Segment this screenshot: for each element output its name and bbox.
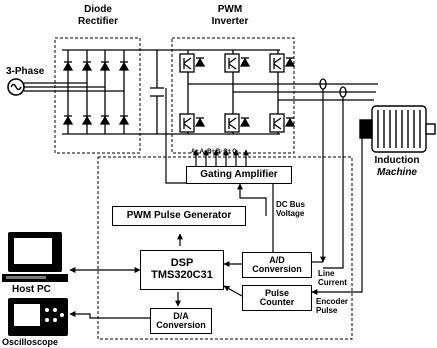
counter-to-dsp-line [223, 285, 243, 297]
current-sense-lines [312, 89, 344, 269]
dsp-block: DSP TMS320C31 [140, 250, 224, 290]
pwm-pulse-generator-text: PWM Pulse Generator [126, 209, 232, 221]
pwm-inverter-label: PWM Inverter [200, 5, 260, 27]
gating-amplifier-text: Gating Amplifier [200, 168, 278, 180]
diode-bridge [62, 49, 132, 135]
induction-machine-line-2: Machine [376, 167, 417, 178]
pwm-inverter-line-1: PWM [217, 4, 243, 15]
diode-rectifier-line-1: Diode [84, 4, 112, 15]
induction-machine-symbol [359, 105, 436, 153]
oscilloscope-icon [8, 298, 68, 336]
dsp-line-2: TMS320C31 [151, 269, 213, 281]
three-phase-label: 3-Phase [6, 66, 45, 77]
line-current-line-1: Line [318, 269, 335, 278]
gating-signal-labels: A+ A- B+ B- C+ C- [191, 149, 239, 155]
pulse-counter-block: Pulse Counter [242, 285, 312, 311]
induction-machine-line-1: Induction [374, 155, 420, 166]
ad-line-2: Conversion [252, 264, 302, 274]
rectifier-enclosure [54, 37, 141, 154]
pulse-counter-line-1: Pulse [264, 287, 289, 298]
ac-source-symbol [7, 78, 25, 96]
inverter-output-lines [188, 83, 378, 101]
dsp-line-1: DSP [170, 257, 194, 270]
current-sensors [319, 78, 347, 98]
encoder-pulse-line-1: Encoder [316, 297, 349, 306]
host-pc-icon [2, 232, 68, 282]
three-phase-input-lines [24, 82, 124, 92]
gating-amplifier-block: Gating Amplifier [186, 166, 292, 184]
induction-machine-label: Induction Machine [366, 156, 428, 178]
dc-bus-line-1: DC Bus [276, 200, 305, 209]
da-to-scope-line [69, 311, 150, 319]
diode-rectifier-label: Diode Rectifier [72, 5, 124, 27]
dc-bus-voltage-label: DC Bus Voltage [276, 201, 305, 218]
encoder-pulse-line-2: Pulse [316, 306, 338, 315]
pwm-pulse-generator-block: PWM Pulse Generator [112, 206, 246, 226]
dc-link [132, 49, 185, 135]
line-current-line-2: Current [318, 278, 347, 287]
da-line-2: Conversion [156, 320, 206, 330]
da-conversion-block: D/A Conversion [150, 308, 212, 334]
encoder-pulse-label: Encoder Pulse [316, 298, 348, 315]
controller-enclosure [97, 156, 353, 340]
gating-signal-arrows [193, 149, 249, 166]
diode-rectifier-line-2: Rectifier [77, 16, 118, 27]
line-current-label: Line Current [318, 270, 347, 287]
ad-conversion-block: A/D Conversion [242, 252, 312, 278]
oscilloscope-label: Oscilloscope [2, 337, 59, 347]
pwm-to-gating-line [237, 183, 267, 216]
dc-bus-line-2: Voltage [276, 209, 305, 218]
da-line-1: D/A [173, 310, 189, 321]
encoder-line [311, 138, 363, 295]
ad-line-1: A/D [269, 254, 285, 265]
pwm-inverter-line-2: Inverter [211, 16, 249, 27]
pulse-counter-line-2: Counter [259, 297, 295, 307]
host-pc-label: Host PC [12, 284, 51, 295]
